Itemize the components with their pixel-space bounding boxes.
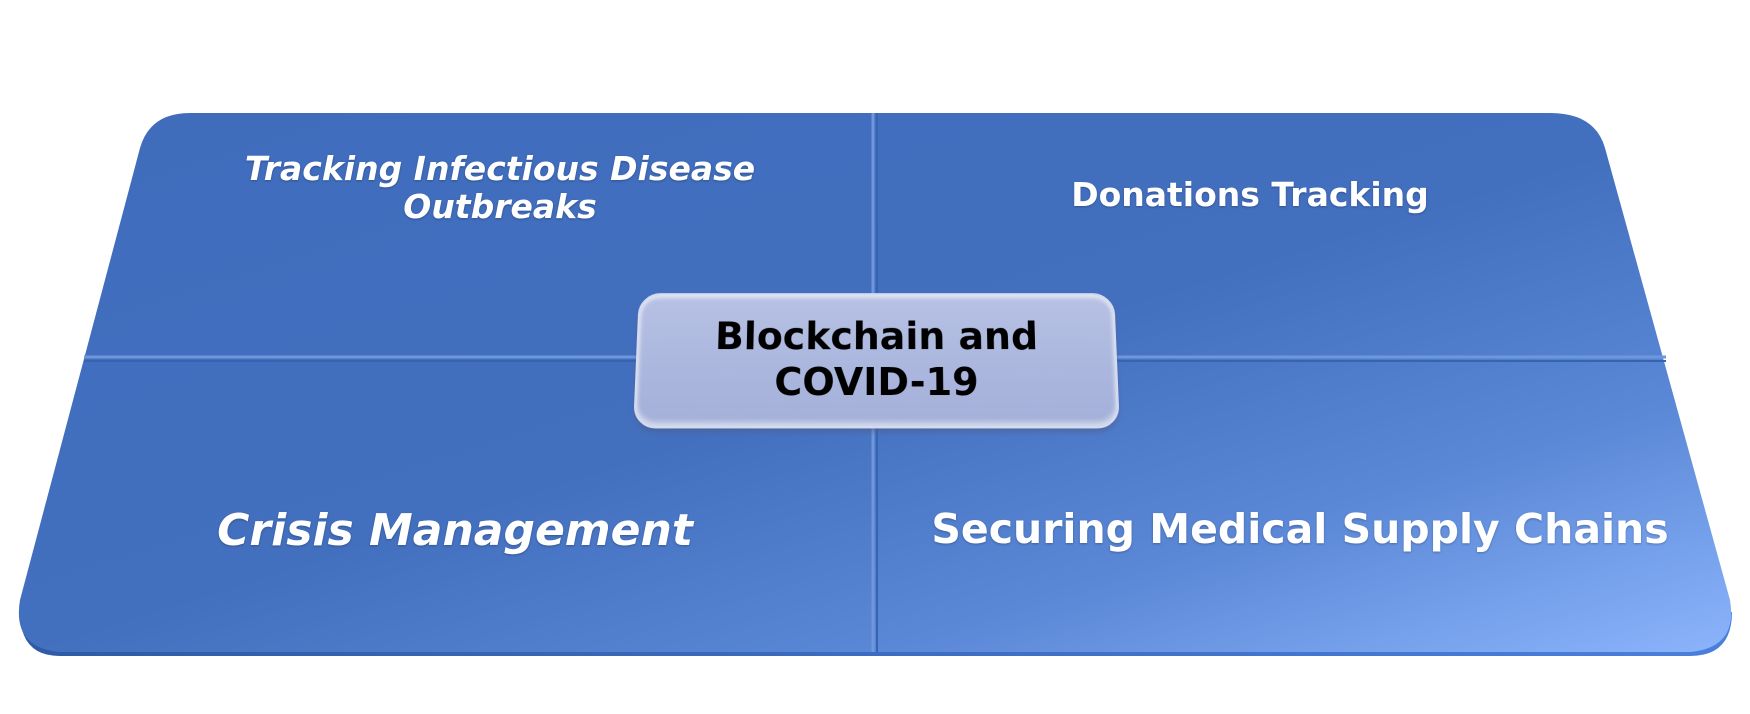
quadrant-label-top-right: Donations Tracking [1071, 175, 1429, 214]
center-node-label: Blockchain and COVID-19 [714, 315, 1039, 405]
quadrant-label-bottom-right: Securing Medical Supply Chains [931, 505, 1669, 553]
quadrant-label-top-left: Tracking Infectious Disease Outbreaks [244, 149, 756, 226]
quadrant-label-bottom-left: Crisis Management [217, 505, 693, 556]
center-node: Blockchain and COVID-19 [633, 293, 1120, 429]
